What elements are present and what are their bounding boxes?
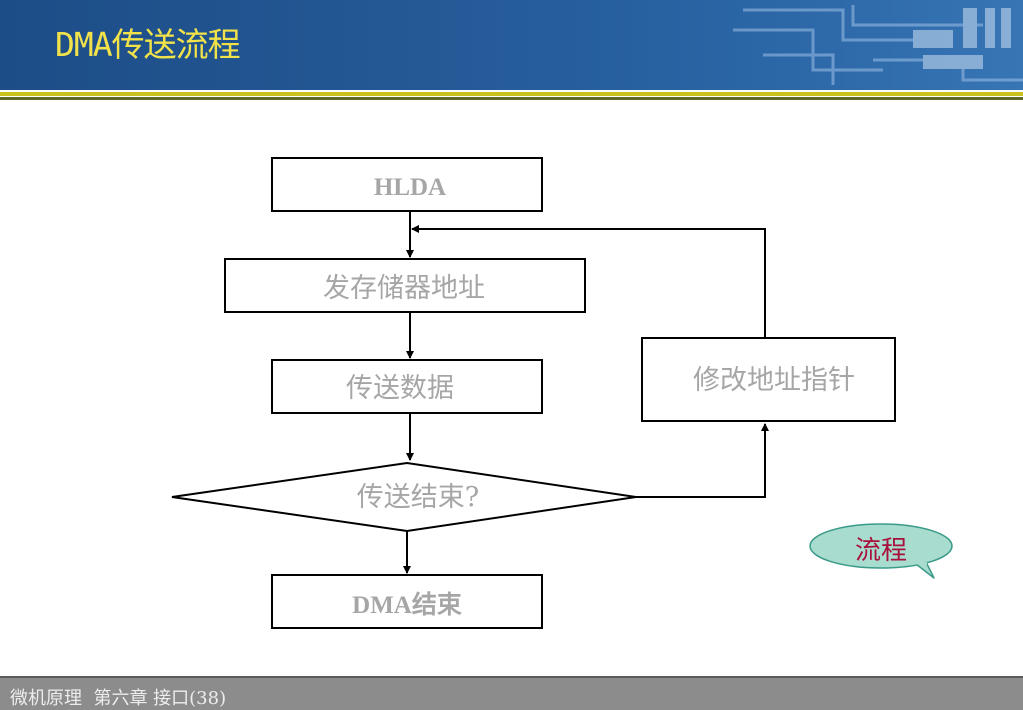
node-hlda-label: HLDA [374,174,446,201]
slide-title: DMA传送流程 [55,25,241,64]
node-transfer-data-label: 传送数据 [346,373,454,404]
node-end: DMA结束 [271,574,543,629]
node-modify-pointer: 修改地址指针 [641,337,896,422]
node-hlda: HLDA [271,157,543,212]
node-transfer-data: 传送数据 [271,359,543,414]
slide-header: DMA传送流程 [0,0,1023,90]
callout-label: 流程 [854,536,907,566]
node-send-address-label: 发存储器地址 [323,273,485,304]
node-modify-pointer-label: 修改地址指针 [693,365,855,396]
header-divider-shadow [0,97,1023,100]
slide-footer: 微机原理 第六章 接口(38) [0,676,1023,710]
flow-callout-button[interactable]: 流程 [808,522,958,582]
node-send-address: 发存储器地址 [224,258,586,313]
footer-text: 微机原理 第六章 接口(38) [10,688,227,709]
circuit-decoration-icon [733,5,1023,85]
node-decision: 传送结束? [171,461,637,533]
speech-bubble-icon [809,523,953,579]
arrow-modify-to-loop [411,225,766,337]
node-end-label: DMA结束 [352,591,463,619]
arrow-decision-to-modify [636,423,769,498]
header-divider [0,92,1023,96]
node-decision-label: 传送结束? [357,482,479,513]
